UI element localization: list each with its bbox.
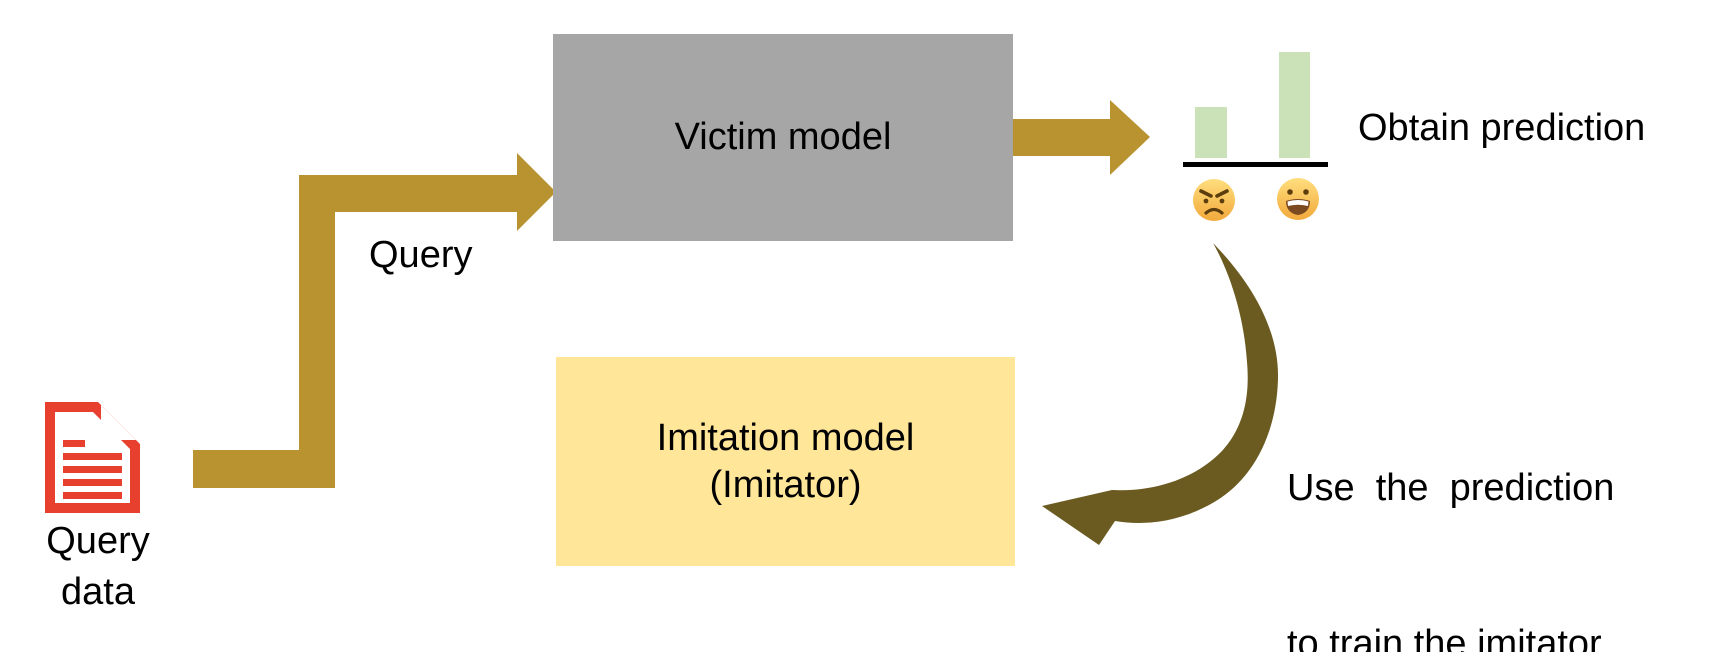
angry-face-emoji-icon (1193, 179, 1235, 221)
query-bent-arrow (193, 153, 556, 488)
prediction-bar-short (1195, 107, 1227, 158)
query-data-label: Query data (18, 516, 178, 618)
prediction-bar-tall (1279, 52, 1310, 158)
feedback-arrow-label: Use the prediction to train the imitator (1287, 358, 1614, 652)
imitation-model-label-line2: (Imitator) (709, 463, 862, 506)
imitation-model-box: Imitation model (Imitator) (556, 357, 1015, 566)
imitation-model-label-line1: Imitation model (656, 416, 915, 459)
feedback-curved-arrow (1042, 243, 1279, 545)
obtain-prediction-label: Obtain prediction (1358, 107, 1646, 149)
feedback-arrow-label-line1: Use the prediction (1287, 467, 1615, 509)
output-arrow (1013, 100, 1150, 175)
grinning-face-emoji-icon (1277, 178, 1319, 220)
prediction-chart (1183, 52, 1328, 167)
feedback-arrow-label-line2: to train the imitator (1287, 623, 1602, 652)
query-data-label-line2: data (61, 571, 135, 613)
query-data-document-icon (45, 402, 140, 513)
prediction-axis-line (1183, 162, 1328, 167)
victim-model-label: Victim model (674, 116, 892, 158)
victim-model-box: Victim model (553, 34, 1013, 241)
query-arrow-label: Query (369, 234, 473, 276)
query-data-label-line1: Query (46, 520, 150, 562)
